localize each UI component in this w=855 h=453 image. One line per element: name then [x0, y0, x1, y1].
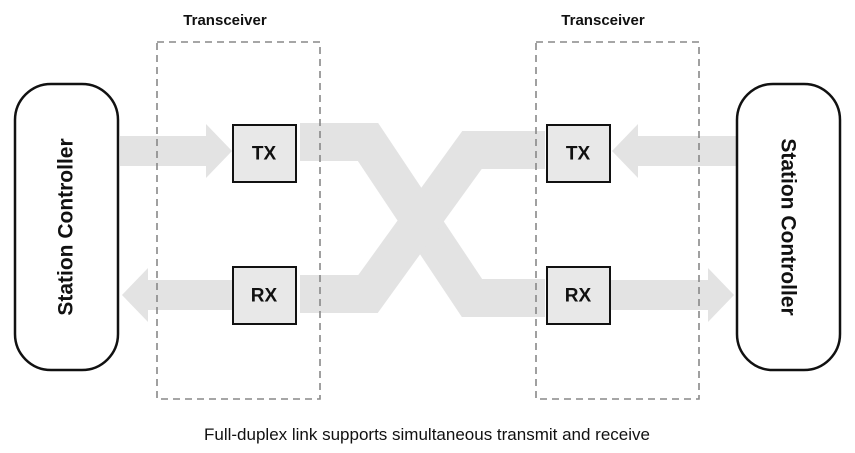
- right-rx-box: RX: [546, 266, 611, 325]
- right-transceiver-title: Transceiver: [561, 12, 645, 29]
- left-transceiver-frame: [156, 41, 321, 400]
- right-station-controller: Station Controller: [735, 82, 842, 372]
- arrow-left-controller-to-tx: [120, 124, 232, 178]
- right-rx-label: RX: [565, 286, 592, 307]
- right-tx-box: TX: [546, 124, 611, 183]
- arrow-right-controller-to-tx: [612, 124, 736, 178]
- left-rx-label: RX: [251, 286, 278, 307]
- left-transceiver-title: Transceiver: [183, 12, 267, 29]
- left-station-controller-label: Station Controller: [55, 138, 78, 315]
- link-right-tx-to-left-rx: [300, 131, 545, 313]
- left-station-controller: Station Controller: [13, 82, 120, 372]
- diagram-caption: Full-duplex link supports simultaneous t…: [204, 425, 650, 444]
- left-tx-box: TX: [232, 124, 297, 183]
- right-transceiver-frame: [535, 41, 700, 400]
- right-station-controller-label: Station Controller: [777, 138, 800, 315]
- crossover-links: [300, 123, 545, 317]
- right-tx-label: TX: [566, 144, 591, 165]
- arrow-left-rx-to-controller: [122, 268, 236, 322]
- left-rx-box: RX: [232, 266, 297, 325]
- arrow-right-rx-to-controller: [610, 268, 734, 322]
- left-tx-label: TX: [252, 144, 277, 165]
